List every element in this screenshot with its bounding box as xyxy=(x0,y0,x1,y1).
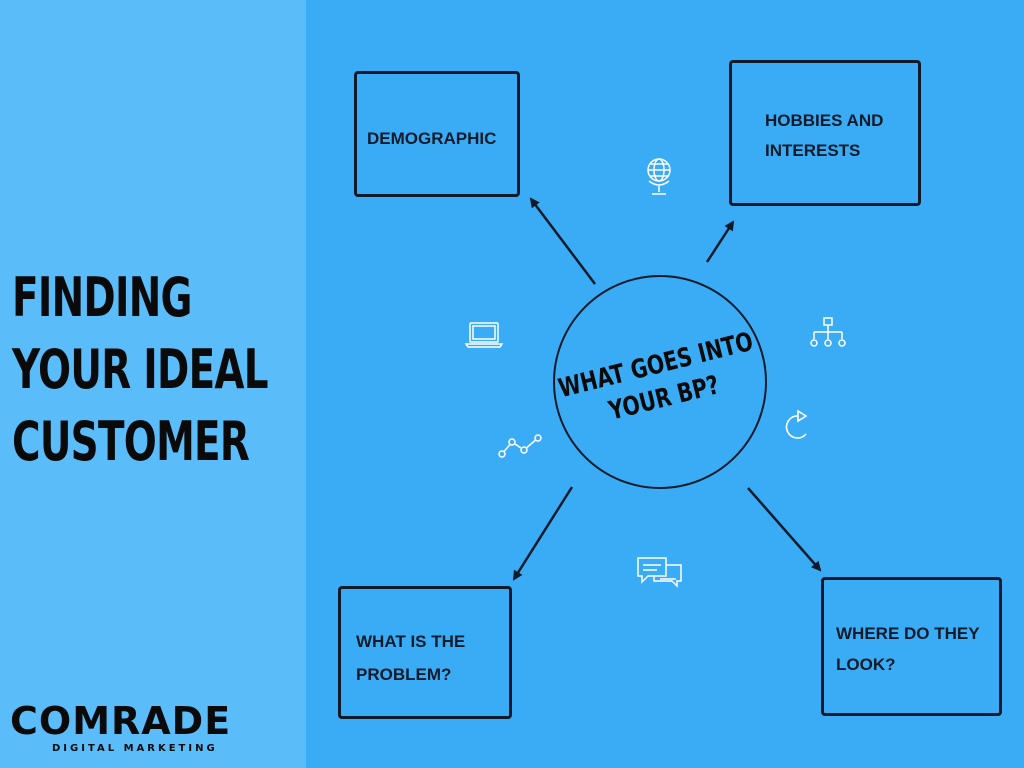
arrow-to-problem xyxy=(512,486,574,581)
chat-icon xyxy=(637,557,682,588)
refresh-icon xyxy=(785,409,808,439)
logo-wordmark: COMRADE xyxy=(10,699,232,743)
hierarchy-icon xyxy=(810,317,846,347)
title-line-3: CUSTOMER xyxy=(12,410,250,473)
center-circle: WHAT GOES INTO YOUR BP? xyxy=(553,275,767,489)
globe-icon xyxy=(647,158,671,195)
logo-subtitle: DIGITAL MARKETING xyxy=(52,743,218,754)
box-demographic: DEMOGRAPHIC xyxy=(354,71,520,197)
box-what-is-the-problem: WHAT IS THE PROBLEM? xyxy=(338,586,512,719)
arrow-to-where xyxy=(747,487,822,572)
box-where-do-they-look: WHERE DO THEY LOOK? xyxy=(821,577,1002,716)
arrow-to-demographic xyxy=(529,197,596,285)
arrow-to-hobbies xyxy=(705,220,735,263)
title-line-1: FINDING xyxy=(12,266,192,329)
laptop-icon xyxy=(464,322,504,348)
line-graph-icon xyxy=(498,434,542,458)
brand-logo: COMRADE DIGITAL MARKETING xyxy=(10,700,270,756)
center-question: WHAT GOES INTO YOUR BP? xyxy=(553,324,766,439)
left-panel xyxy=(0,0,306,768)
box-hobbies-and-interests: HOBBIES AND INTERESTS xyxy=(729,60,921,206)
